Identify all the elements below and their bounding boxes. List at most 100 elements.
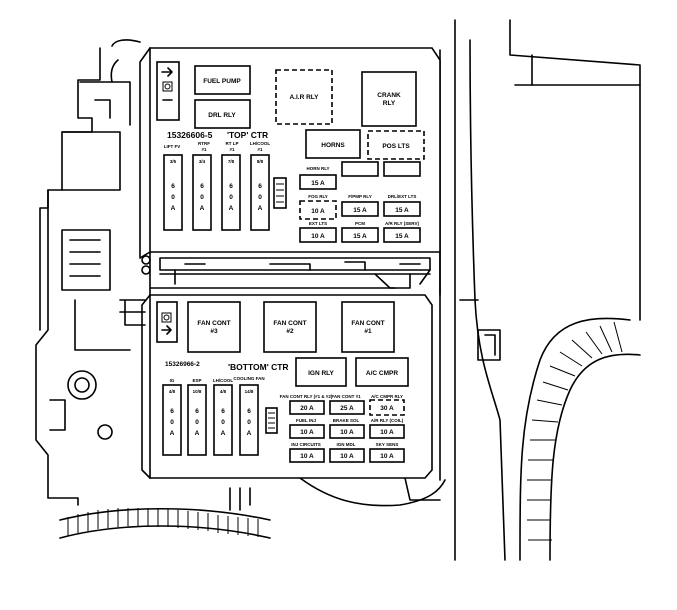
maxi-fuse-number: 4/8 [220,389,227,394]
mini-fuse-label: PCM [355,221,365,226]
maxi-fuse-label: #1 [229,147,235,152]
mini-fuse-amp: 15 A [353,233,367,240]
pos-lts-relay [367,130,425,160]
bottom-fuse-center: FAN CONT #3 FAN CONT #2 FAN CONT #1 IGN … [141,294,433,479]
maxi-fuse [163,154,183,231]
pos-lts-relay-label: POS LTS [382,143,410,150]
maxi-fuse-amp: 6 [258,183,262,190]
maxi-fuse [187,384,207,456]
maxi-fuse-amp: 0 [195,419,199,426]
fan-cont-2-label-1: FAN CONT [273,320,306,327]
maxi-fuse-amp: A [195,430,200,437]
maxi-fuse [239,384,259,456]
mini-fuse [329,448,365,463]
maxi-fuse-amp: A [221,430,226,437]
maxi-fuse-label: LH/COOL [250,141,270,146]
mini-fuse-label: A/C CMPR RLY [371,394,403,399]
maxi-fuse-number: 3/4 [199,159,206,164]
mini-fuse [329,424,365,439]
fuel-pump-relay [194,65,251,95]
mini-fuse [383,201,421,217]
mini-fuse-amp: 20 A [300,405,314,412]
mini-fuse-amp: 15 A [311,180,325,187]
maxi-fuse-amp: A [229,205,234,212]
mini-fuse-amp: 10 A [311,233,325,240]
maxi-fuse-label: LIFT FV [164,144,181,149]
vehicle-structure [35,19,641,561]
maxi-fuse-amp: 6 [247,408,251,415]
mini-fuse [289,400,325,415]
mini-fuse-label: IGN MDL [337,442,356,447]
maxi-fuse-amp: A [170,430,175,437]
mini-fuse [341,201,379,217]
mini-fuse-amp: 10 A [300,453,314,460]
ac-cmpr-relay [355,357,409,387]
mini-fuse-label: FOG RLY [308,194,328,199]
fan-cont-3-label-1: FAN CONT [197,320,230,327]
mini-fuse [299,174,337,190]
mini-fuse-label: FUEL INJ [296,418,316,423]
maxi-fuse-amp: 6 [229,183,233,190]
mini-fuse-amp: 15 A [353,207,367,214]
mini-fuse-empty [383,161,421,177]
maxi-fuse-amp: 0 [170,419,174,426]
mini-fuse [341,227,379,243]
maxi-fuse-amp: 0 [258,194,262,201]
mini-fuse [289,424,325,439]
mini-fuse [299,227,337,243]
fuse-puller [265,407,278,434]
maxi-fuse-amp: A [247,430,252,437]
mini-fuse-label: INJ CIRCUITS [291,442,321,447]
top-center-name: 'TOP' CTR [227,130,268,140]
bottom-center-name: 'BOTTOM' CTR [228,362,289,372]
maxi-fuse-label: #1 [201,147,207,152]
maxi-fuse-amp: 0 [229,194,233,201]
fan-cont-1-label-1: FAN CONT [351,320,384,327]
maxi-fuse [192,154,212,231]
fan-cont-1-relay [341,301,395,353]
maxi-fuse-amp: A [258,205,263,212]
ign-relay [295,357,347,387]
fuel-pump-relay-label: FUEL PUMP [203,78,241,85]
horns-relay-label: HORNS [321,142,345,149]
mini-fuse [369,399,405,416]
mini-fuse-empty [341,161,379,177]
fan-cont-3-relay [187,301,241,353]
fan-cont-1-label-2: #1 [364,328,372,335]
drl-relay-label: DRL RLY [208,112,236,119]
bottom-maxi-fuses: IG 4/8 6 0 A ESP 10/8 6 0 A LH/COOL 4/8 … [162,376,265,456]
horns-relay [305,129,361,159]
maxi-fuse-label: #1 [257,147,263,152]
maxi-fuse-amp: 0 [171,194,175,201]
maxi-fuse-number: 14/8 [245,389,254,394]
maxi-fuse-amp: 6 [170,408,174,415]
mini-fuse-label: F/PMP RLY [348,194,372,199]
air-relay-label: A.I.R RLY [289,94,319,101]
ign-relay-label: IGN RLY [308,370,334,377]
mini-fuse-label: A/R RLY (COIL) [371,418,404,423]
fan-cont-2-label-2: #2 [286,328,294,335]
maxi-fuse-number: 8/8 [257,159,264,164]
fuse-puller [273,177,287,209]
mini-fuse-amp: 10 A [340,453,354,460]
mini-fuse-amp: 15 A [395,207,409,214]
maxi-fuse-number: 4/8 [169,389,176,394]
maxi-fuse-number: 10/8 [193,389,202,394]
maxi-fuse-amp: A [200,205,205,212]
mini-fuse-amp: 10 A [380,429,394,436]
mini-fuse-label: EXT LTS [309,221,327,226]
fan-cont-3-label-2: #3 [210,328,218,335]
crank-relay-label-1: CRANK [377,92,401,99]
ac-cmpr-relay-label: A/C CMPR [366,370,398,377]
maxi-fuse [162,384,182,456]
mini-fuse-amp: 10 A [300,429,314,436]
maxi-fuse [221,154,241,231]
maxi-fuse-label: RTRF [198,141,210,146]
bottom-center-part-number: 15326966-2 [165,361,200,368]
mini-fuse-label: DRL/EXT LTS [388,194,417,199]
mini-fuse-label: HORN RLY [306,166,329,171]
top-mini-fuses: HORN RLY 15 A FOG RLY 10 A F/PMP RLY 15 … [299,161,421,243]
mini-fuse-amp: 30 A [380,405,394,412]
maxi-fuse-amp: 0 [221,419,225,426]
